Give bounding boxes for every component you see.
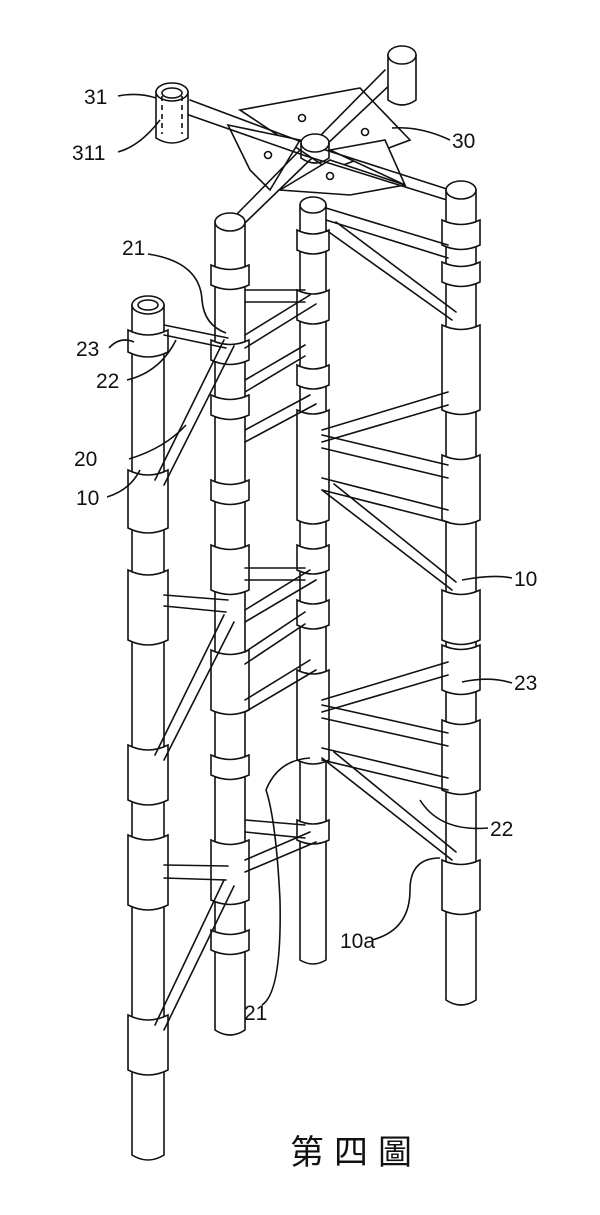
- label-30: 30: [452, 130, 475, 153]
- label-10-left: 10: [76, 487, 99, 510]
- label-21-bottom: 21: [244, 1002, 267, 1025]
- label-10a: 10a: [340, 930, 375, 953]
- label-22-right: 22: [490, 818, 513, 841]
- label-31: 31: [84, 86, 107, 109]
- top-frame-30: [156, 46, 450, 222]
- label-23-left: 23: [76, 338, 99, 361]
- label-10-right: 10: [514, 568, 537, 591]
- label-311: 311: [72, 142, 105, 165]
- label-20: 20: [74, 448, 97, 471]
- figure-caption: 第四圖: [290, 1133, 422, 1173]
- label-21-top: 21: [122, 237, 145, 260]
- label-23-right: 23: [514, 672, 537, 695]
- label-22-left: 22: [96, 370, 119, 393]
